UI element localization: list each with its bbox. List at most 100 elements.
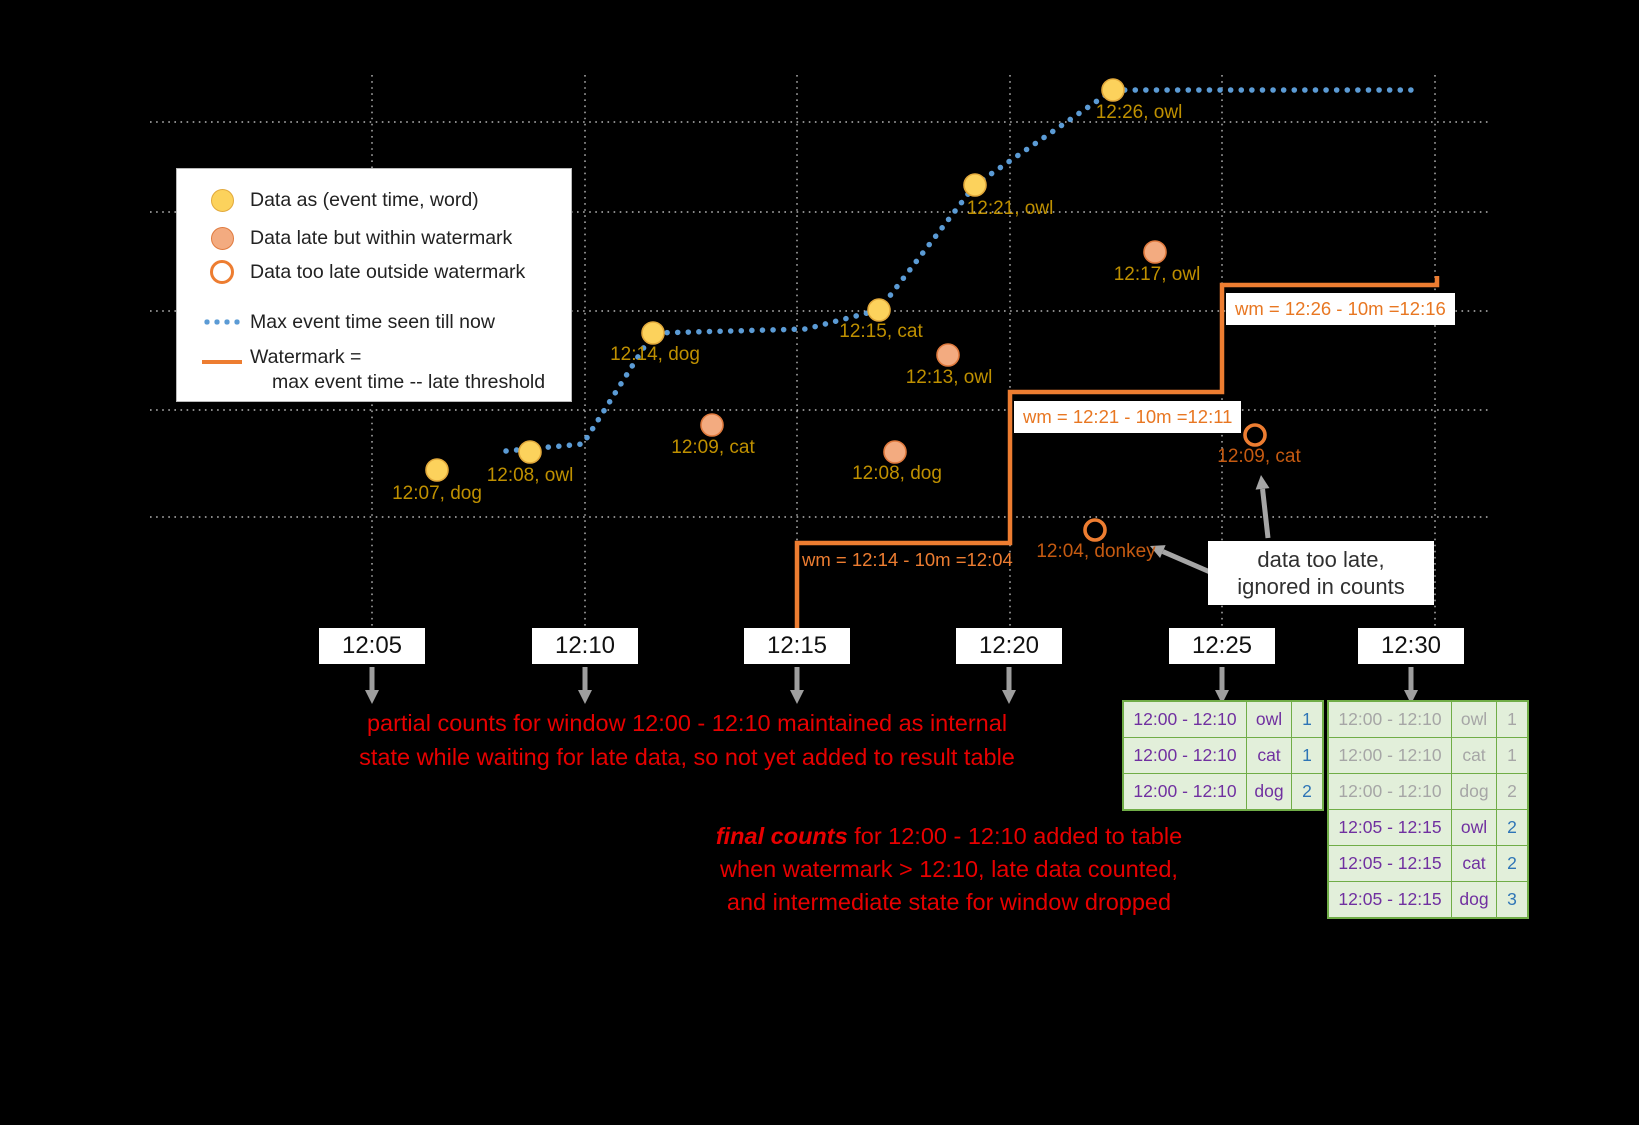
axis-tick-1210: 12:10 [532, 628, 638, 664]
axis-arrow-head [790, 690, 804, 704]
point-label: 12:15, cat [839, 321, 923, 342]
cell-range: 12:05 - 12:15 [1327, 881, 1452, 919]
too-late-arrow-donkey [1161, 549, 1211, 575]
legend-item-late: Data late but within watermark [201, 225, 512, 251]
cell-range: 12:00 - 12:10 [1122, 773, 1247, 811]
too-late-arrow-donkey-head [1150, 545, 1166, 558]
final-note-line1: final counts for 12:00 - 12:10 added to … [640, 820, 1258, 853]
axis-tick-1215: 12:15 [744, 628, 850, 664]
point-label: 12:07, dog [392, 483, 482, 504]
cell-word: owl [1451, 700, 1497, 738]
late-dot-icon [210, 226, 234, 250]
watermark-label-1: wm = 12:14 - 10m =12:04 [802, 549, 1013, 570]
cell-count: 1 [1291, 700, 1324, 738]
cell-word: dog [1246, 773, 1292, 811]
data-point-late [883, 440, 907, 464]
cell-count: 2 [1291, 773, 1324, 811]
cell-range: 12:00 - 12:10 [1327, 700, 1452, 738]
axis-tick-1205: 12:05 [319, 628, 425, 664]
point-label: 12:14, dog [610, 344, 700, 365]
cell-word: owl [1246, 700, 1292, 738]
cell-count: 2 [1496, 845, 1529, 882]
cell-count: 3 [1496, 881, 1529, 919]
cell-range: 12:05 - 12:15 [1327, 809, 1452, 846]
legend-icon-wrap [201, 188, 243, 212]
toolate-open-dot-icon [210, 260, 234, 284]
legend-icon-wrap [201, 260, 243, 284]
cell-count: 1 [1496, 737, 1529, 774]
cell-word: owl [1451, 809, 1497, 846]
point-label: 12:08, dog [852, 463, 942, 484]
axis-tick-1225: 12:25 [1169, 628, 1275, 664]
final-note-line2: when watermark > 12:10, late data counte… [720, 856, 1178, 882]
point-label: 12:09, cat [671, 437, 755, 458]
cell-count: 2 [1496, 809, 1529, 846]
data-point-ontime [518, 440, 542, 464]
too-late-arrow-cat [1260, 488, 1271, 539]
legend-icon-wrap [201, 319, 243, 325]
partial-note-line1: partial counts for window 12:00 - 12:10 … [366, 710, 1008, 736]
legend-watermark-text: Watermark = max event time -- late thres… [243, 345, 545, 395]
cell-word: dog [1451, 881, 1497, 919]
legend-item-label: Watermark = [250, 346, 362, 368]
watermark-label-3: wm = 12:26 - 10m =12:16 [1226, 293, 1455, 325]
data-point-ontime [425, 458, 449, 482]
cell-word: dog [1451, 773, 1497, 810]
final-note-line3: and intermediate state for window droppe… [726, 889, 1172, 915]
data-point-ontime [867, 298, 891, 322]
legend-item-label: Data as (event time, word) [250, 188, 479, 211]
point-label: 12:09, cat [1217, 446, 1301, 467]
cell-word: cat [1451, 845, 1497, 882]
point-label: 12:21, owl [966, 198, 1054, 219]
legend: Data as (event time, word) Data late but… [176, 168, 572, 402]
cell-range: 12:00 - 12:10 [1122, 737, 1247, 774]
too-late-note-line1: data too late, [1257, 547, 1385, 572]
cell-word: cat [1451, 737, 1497, 774]
data-point-late [1143, 240, 1167, 264]
dotted-line-icon [202, 319, 242, 325]
data-point-toolate [1243, 423, 1267, 447]
partial-note-line2: state while waiting for late data, so no… [359, 744, 1015, 770]
legend-item-ontime: Data as (event time, word) [201, 187, 479, 213]
cell-range: 12:00 - 12:10 [1327, 773, 1452, 810]
legend-item-label: Data too late outside watermark [250, 260, 526, 283]
legend-item-label: Data late but within watermark [250, 226, 513, 249]
cell-count: 1 [1291, 737, 1324, 774]
cell-word: cat [1246, 737, 1292, 774]
axis-arrow-head [578, 690, 592, 704]
point-label: 12:17, owl [1113, 264, 1201, 285]
final-counts-emphasis: final counts [715, 823, 848, 849]
legend-item-label: Max event time seen till now [250, 310, 495, 333]
solid-line-icon [202, 360, 242, 364]
partial-counts-note: partial counts for window 12:00 - 12:10 … [300, 706, 1074, 774]
data-point-ontime [641, 321, 665, 345]
point-label: 12:26, owl [1095, 102, 1183, 123]
too-late-note-line2: ignored in counts [1237, 574, 1405, 599]
ontime-dot-icon [210, 188, 234, 212]
cell-count: 1 [1496, 700, 1529, 738]
data-point-ontime [963, 173, 987, 197]
point-label: 12:04, donkey [1036, 541, 1156, 562]
too-late-arrow-cat-head [1255, 475, 1270, 490]
too-late-note: data too late, ignored in counts [1208, 541, 1434, 605]
watermark-step-line [794, 276, 1440, 636]
axis-tick-1230: 12:30 [1358, 628, 1464, 664]
final-counts-note: final counts for 12:00 - 12:10 added to … [640, 820, 1258, 919]
legend-icon-wrap [201, 360, 243, 364]
cell-range: 12:00 - 12:10 [1327, 737, 1452, 774]
data-point-ontime [1101, 78, 1125, 102]
